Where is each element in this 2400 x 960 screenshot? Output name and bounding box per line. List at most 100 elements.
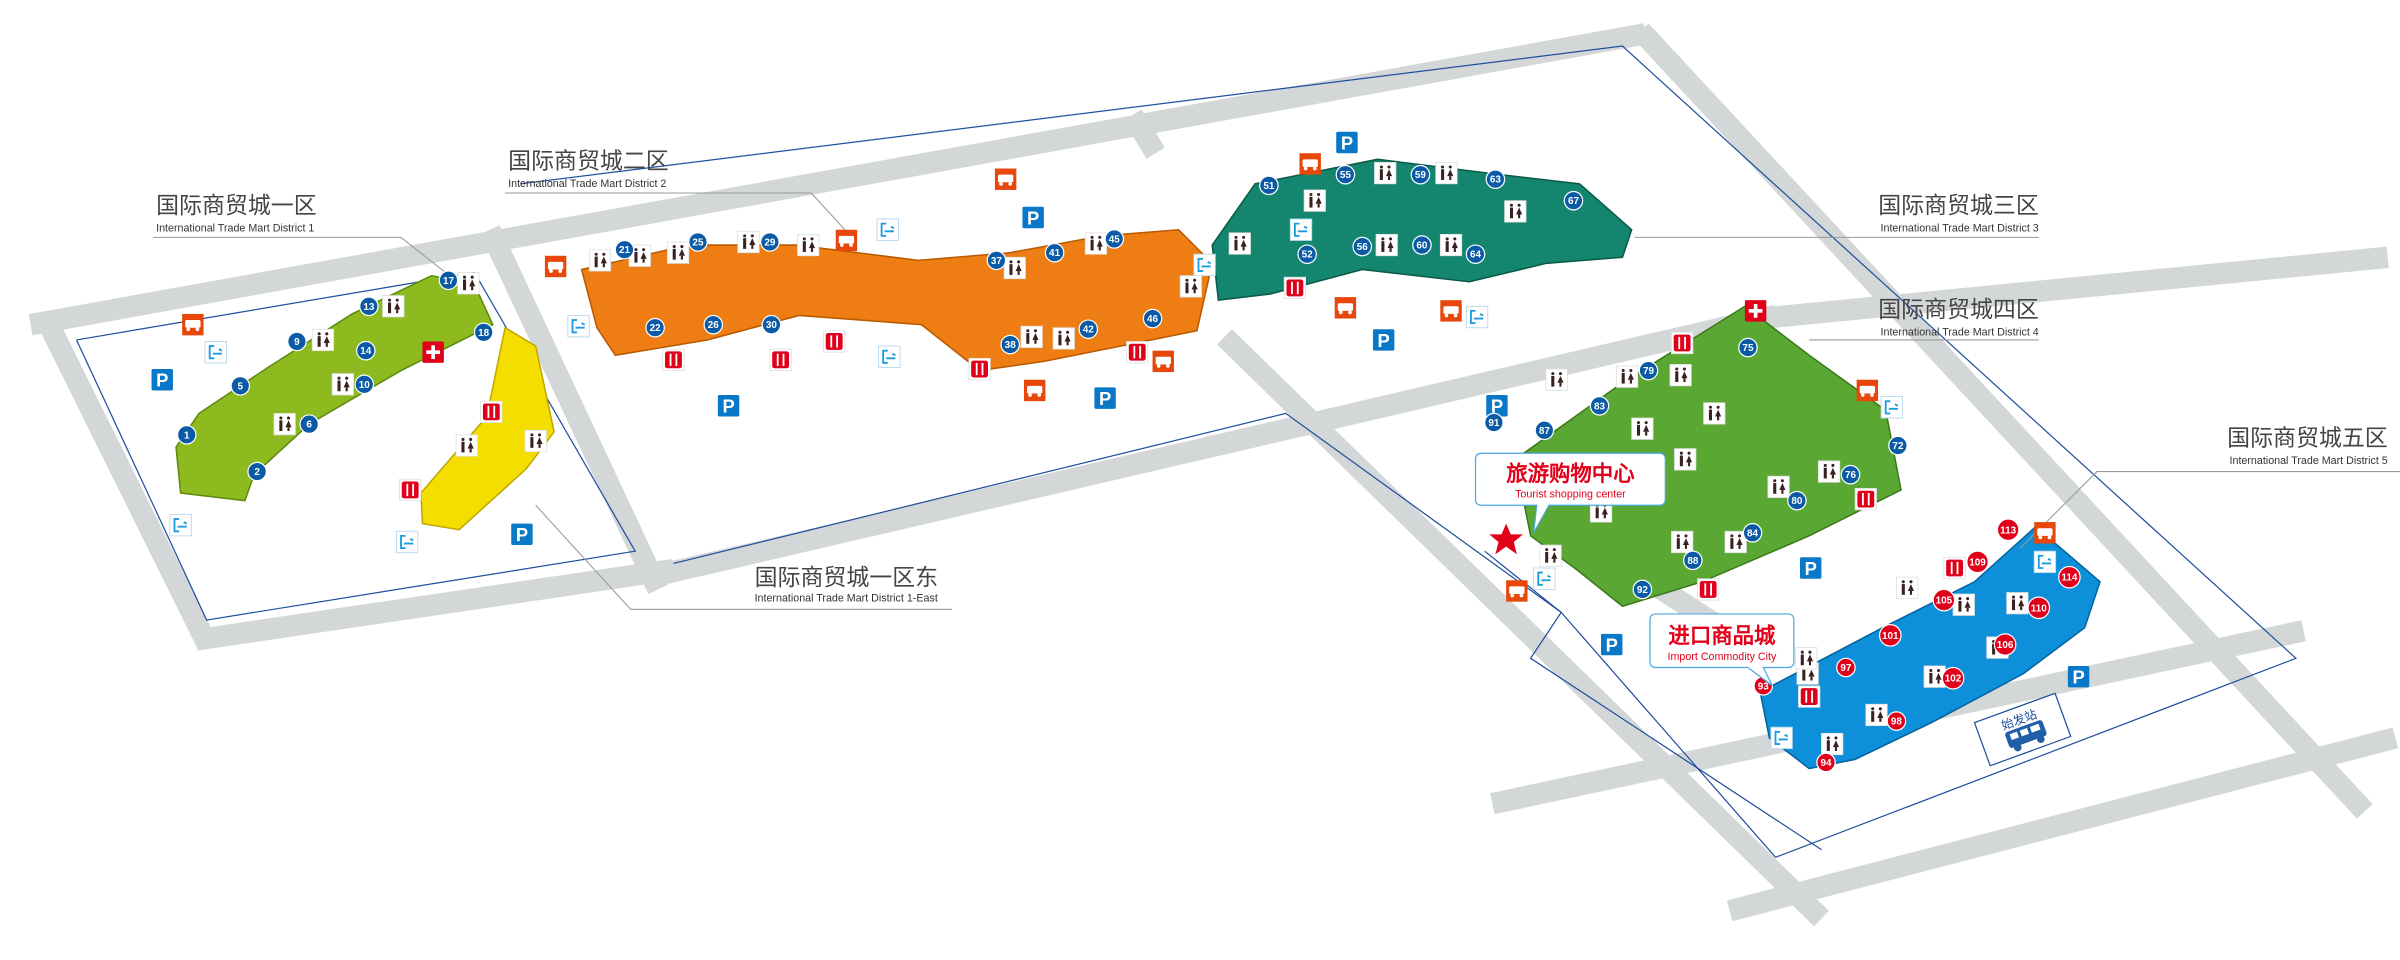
building-marker-101[interactable]: 101 [1878, 624, 1902, 647]
road [28, 23, 1648, 336]
building-marker-110[interactable]: 110 [2027, 596, 2051, 620]
building-marker-26[interactable]: 26 [703, 314, 724, 335]
bus-terminal[interactable]: 始发站 [1973, 692, 2072, 767]
building-marker-75[interactable]: 75 [1738, 337, 1758, 358]
building-marker-84[interactable]: 84 [1742, 523, 1763, 543]
building-marker-83[interactable]: 83 [1589, 395, 1610, 416]
marker-number: 6 [306, 420, 312, 431]
building-marker-67[interactable]: 67 [1563, 190, 1584, 211]
toilet-icon [2006, 592, 2029, 615]
toilet-icon [524, 429, 547, 453]
marker-circle [1485, 169, 1506, 190]
marker-circle [1044, 242, 1065, 263]
building-marker-45[interactable]: 45 [1104, 229, 1125, 249]
building-marker-97[interactable]: 97 [1836, 657, 1856, 678]
marker-circle [1836, 657, 1856, 678]
marker-circle [359, 296, 379, 317]
building-marker-2[interactable]: 2 [247, 461, 267, 482]
marker-circle [1966, 550, 1989, 574]
building-marker-13[interactable]: 13 [359, 296, 379, 317]
marker-number: 113 [2000, 525, 2017, 536]
parking-icon: P [511, 523, 533, 545]
bus-icon [994, 168, 1017, 190]
building-marker-76[interactable]: 76 [1840, 464, 1861, 485]
building-marker-98[interactable]: 98 [1886, 711, 1907, 731]
building-marker-92[interactable]: 92 [1632, 579, 1653, 600]
building-marker-18[interactable]: 18 [473, 322, 494, 343]
marker-number: 41 [1049, 248, 1061, 259]
building-marker-63[interactable]: 63 [1485, 169, 1506, 190]
district-3-title: 国际商贸城三区 [1878, 193, 2039, 219]
building-marker-91[interactable]: 91 [1484, 412, 1504, 433]
marker-circle [1941, 666, 1965, 690]
building-marker-41[interactable]: 41 [1044, 242, 1065, 263]
building-marker-64[interactable]: 64 [1465, 244, 1486, 265]
building-marker-25[interactable]: 25 [688, 232, 708, 252]
marker-number: 18 [478, 328, 490, 339]
building-marker-1[interactable]: 1 [176, 425, 197, 445]
marker-number: 114 [2061, 573, 2078, 584]
marker-circle [1742, 523, 1763, 543]
building-marker-17[interactable]: 17 [438, 270, 459, 291]
building-marker-87[interactable]: 87 [1534, 420, 1555, 441]
marker-number: 59 [1415, 170, 1427, 181]
marker-number: 79 [1643, 366, 1655, 377]
building-marker-59[interactable]: 59 [1410, 164, 1431, 185]
building-marker-22[interactable]: 22 [645, 317, 665, 338]
building-marker-6[interactable]: 6 [299, 414, 319, 434]
building-marker-52[interactable]: 52 [1297, 244, 1317, 265]
restaurant-icon [1854, 488, 1877, 511]
marker-number: 92 [1637, 585, 1649, 596]
marker-number: 5 [238, 381, 244, 392]
building-marker-5[interactable]: 5 [230, 376, 251, 396]
restaurant-icon [1283, 276, 1306, 300]
building-marker-114[interactable]: 114 [2058, 565, 2081, 589]
road [1759, 246, 2389, 330]
building-marker-46[interactable]: 46 [1142, 308, 1163, 329]
building-marker-113[interactable]: 113 [1996, 518, 2020, 542]
toilet-icon [311, 328, 335, 352]
building-marker-80[interactable]: 80 [1787, 490, 1807, 511]
building-marker-37[interactable]: 37 [986, 250, 1007, 271]
svg-text:P: P [516, 524, 528, 545]
bus-icon [1299, 153, 1321, 175]
toilet-icon [1003, 256, 1026, 280]
marker-number: 25 [692, 238, 704, 249]
marker-number: 30 [766, 320, 778, 331]
building-marker-42[interactable]: 42 [1078, 319, 1099, 340]
bus-icon [2005, 720, 2047, 752]
building-marker-14[interactable]: 14 [356, 340, 376, 361]
toilet-icon [1375, 233, 1398, 257]
building-number-markers: 1256910131417182122252629303738414245465… [176, 164, 2081, 773]
building-marker-102[interactable]: 102 [1941, 666, 1965, 690]
building-marker-72[interactable]: 72 [1888, 435, 1908, 456]
tourist-center-title: 旅游购物中心 [1506, 461, 1635, 487]
exit-icon [878, 345, 901, 368]
toilet-icon [1084, 232, 1108, 255]
building-marker-56[interactable]: 56 [1352, 236, 1373, 257]
building-marker-60[interactable]: 60 [1412, 235, 1432, 255]
building-marker-79[interactable]: 79 [1638, 360, 1659, 381]
import-commodity-city-callout[interactable]: 进口商品城 Import Commodity City [1649, 613, 1795, 687]
marker-number: 56 [1357, 242, 1369, 253]
building-marker-51[interactable]: 51 [1259, 175, 1279, 196]
building-marker-10[interactable]: 10 [354, 374, 375, 395]
building-marker-29[interactable]: 29 [760, 232, 780, 252]
marker-circle [645, 317, 665, 338]
district-1-subtitle: International Trade Mart District 1 [156, 222, 314, 234]
building-marker-21[interactable]: 21 [614, 239, 635, 260]
building-marker-30[interactable]: 30 [761, 314, 782, 335]
district-5-subtitle: International Trade Mart District 5 [2230, 455, 2388, 467]
toilet-icon [628, 244, 651, 267]
building-marker-106[interactable]: 106 [1993, 633, 2017, 656]
building-marker-9[interactable]: 9 [287, 331, 307, 352]
building-marker-94[interactable]: 94 [1816, 752, 1836, 773]
marker-number: 51 [1263, 181, 1275, 192]
building-marker-38[interactable]: 38 [1000, 334, 1020, 355]
parking-icon: P [1094, 387, 1116, 409]
building-marker-109[interactable]: 109 [1966, 550, 1989, 574]
building-marker-105[interactable]: 105 [1932, 588, 1956, 612]
building-marker-88[interactable]: 88 [1683, 550, 1703, 571]
building-marker-55[interactable]: 55 [1335, 164, 1356, 185]
tourist-shopping-center-callout[interactable]: 旅游购物中心 Tourist shopping center [1474, 452, 1666, 555]
